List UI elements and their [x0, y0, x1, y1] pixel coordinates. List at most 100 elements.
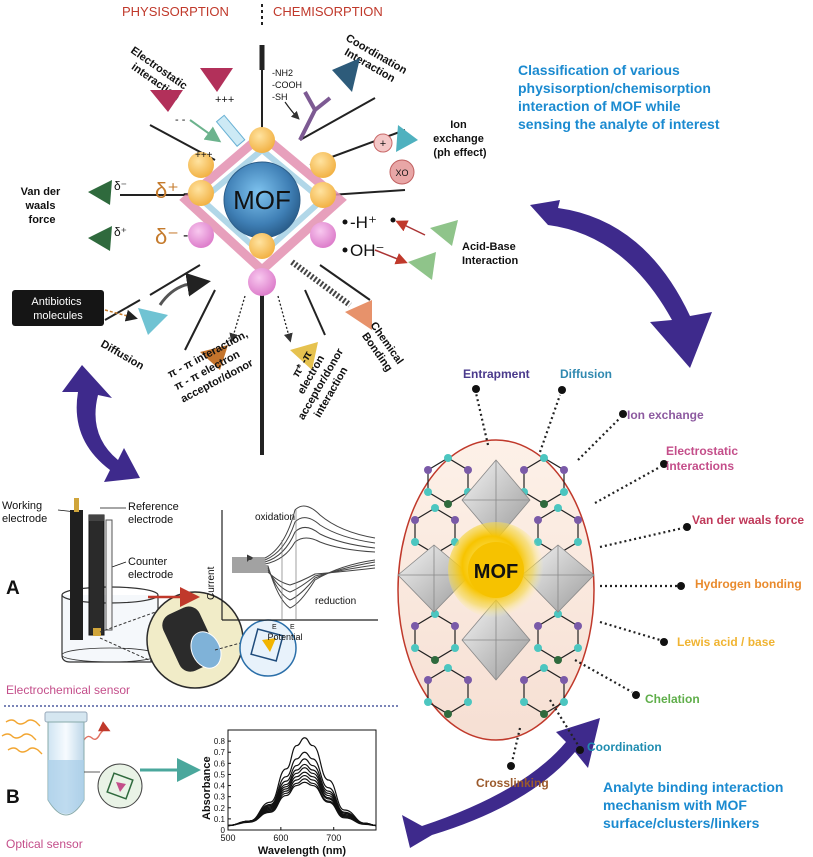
lattice-node: [411, 644, 419, 652]
svg-text:oxidation: oxidation: [255, 512, 295, 523]
label-diffusion: Diffusion: [99, 338, 147, 372]
lattice-node: [451, 622, 459, 630]
label-vdw: Van der waals force: [21, 186, 64, 226]
chart-ylabel: Absorbance: [201, 756, 213, 820]
lattice-node: [451, 516, 459, 524]
mechanism-diffusion: Diffusion: [560, 367, 612, 381]
absorbance-series-line: [227, 771, 377, 827]
reference-electrode: [88, 514, 105, 636]
lattice-node: [520, 466, 528, 474]
svg-text:Current: Current: [206, 566, 217, 600]
analyte-triangle-icon: [332, 58, 360, 92]
lattice-node: [464, 676, 472, 684]
lattice-node: [574, 644, 582, 652]
classification-text: Classification of various physisorption/…: [518, 62, 720, 132]
svg-text:Counter electrode: Counter electrode: [128, 556, 173, 581]
light-waves-icon: [1, 719, 43, 755]
label-pi-pi: π - π interaction, π - π electron accept…: [166, 327, 266, 406]
lattice-node: [534, 644, 542, 652]
counter-electrode: [105, 519, 113, 631]
y-tick-label: 0.1: [214, 815, 226, 824]
header: PHYSISORPTION CHEMISORPTION: [122, 4, 383, 28]
lattice-node: [520, 698, 528, 706]
cv-plot: Current Potential E E oxidation reductio…: [206, 505, 378, 642]
label-acid-base: Acid-Base Interaction: [462, 241, 519, 267]
absorbance-series-line: [227, 778, 377, 827]
lattice-node: [574, 516, 582, 524]
mechanism-crosslinking: Crosslinking: [476, 776, 549, 790]
y-tick-label: 0.4: [214, 782, 226, 791]
svg-text:Antibiotics molecules: Antibiotics molecules: [31, 296, 84, 322]
lattice-node: [411, 516, 419, 524]
svg-text:-: -: [183, 227, 188, 244]
svg-text:-: -: [183, 185, 188, 202]
lattice-node: [560, 698, 568, 706]
svg-text:+++: +++: [195, 150, 213, 161]
y-tick-label: 0.3: [214, 793, 226, 802]
physisorption-title: PHYSISORPTION: [122, 4, 229, 19]
absorbance-series-line: [227, 737, 377, 827]
optical-sensor-label: Optical sensor: [6, 837, 83, 851]
x-tick-label: 700: [326, 833, 341, 843]
chart-series: [227, 737, 377, 827]
mechanism-ion-exchange: Ion exchange: [627, 408, 704, 422]
panel-label-a: A: [6, 578, 20, 599]
node: [310, 152, 336, 178]
analyte-triangle-icon: [345, 300, 372, 330]
analyte-triangle-icon: [88, 180, 112, 205]
mechanism-electrostatic: Electrostatic interactions: [666, 444, 741, 473]
lattice-node: [554, 610, 562, 618]
node: [310, 222, 336, 248]
y-tick-label: 0.6: [214, 759, 226, 768]
lattice-node: [444, 454, 452, 462]
node: [249, 127, 275, 153]
lattice-node: [534, 622, 542, 630]
mechanism-lewis: Lewis acid / base: [677, 635, 775, 649]
lattice-node: [540, 664, 548, 672]
panel-label-b: B: [6, 787, 20, 808]
mechanism-entrapment: Entrapment: [463, 367, 530, 381]
mof-label-binding: MOF: [474, 561, 518, 583]
absorbance-series-line: [227, 781, 377, 827]
svg-text:-NH2 -COOH -SH: -NH2 -COOH -SH: [272, 68, 305, 102]
mof-framework: MOF: [179, 127, 347, 296]
lattice-node: [534, 516, 542, 524]
curved-arrow-right: [530, 200, 712, 368]
light-out-icon: [83, 721, 111, 741]
absorbance-series-line: [227, 763, 377, 827]
svg-text:δ⁺: δ⁺: [155, 178, 179, 203]
lattice-node: [444, 710, 452, 718]
chart-xlabel: Wavelength (nm): [258, 845, 347, 857]
lattice-node: [411, 622, 419, 630]
analyte-triangle-icon: [200, 68, 233, 92]
lattice-node: [520, 676, 528, 684]
label-ion-exchange: Ion exchange (ph effect): [433, 119, 487, 159]
y-tick-label: 0.8: [214, 737, 226, 746]
svg-text:δ⁻: δ⁻: [114, 179, 127, 193]
lattice-node: [560, 676, 568, 684]
chemisorption-title: CHEMISORPTION: [273, 4, 383, 19]
lattice-node: [540, 710, 548, 718]
svg-text:-H⁺: -H⁺: [350, 213, 377, 232]
linker-icon: [298, 91, 332, 141]
lattice-node: [431, 610, 439, 618]
analyte-triangle-icon: [396, 125, 418, 152]
svg-text:XO: XO: [395, 168, 408, 178]
lattice-node: [574, 538, 582, 546]
curved-arrow-left: [62, 365, 140, 482]
curved-arrow-bottom: [402, 718, 600, 848]
svg-text:- -: - -: [175, 114, 186, 126]
curved-arrows: [62, 200, 712, 848]
lattice-node: [424, 676, 432, 684]
y-tick-label: 0: [221, 826, 226, 835]
lattice-node: [424, 488, 432, 496]
svg-text:δ⁻: δ⁻: [155, 224, 179, 249]
binding-diagram: MOF Entrapment Diffusion Ion exchange El…: [397, 367, 804, 790]
mechanism-vdw: Van der waals force: [692, 513, 804, 527]
svg-text:Reference electrode: Reference electrode: [128, 501, 182, 526]
lattice-node: [424, 698, 432, 706]
node: [188, 180, 214, 206]
node: [188, 152, 214, 178]
